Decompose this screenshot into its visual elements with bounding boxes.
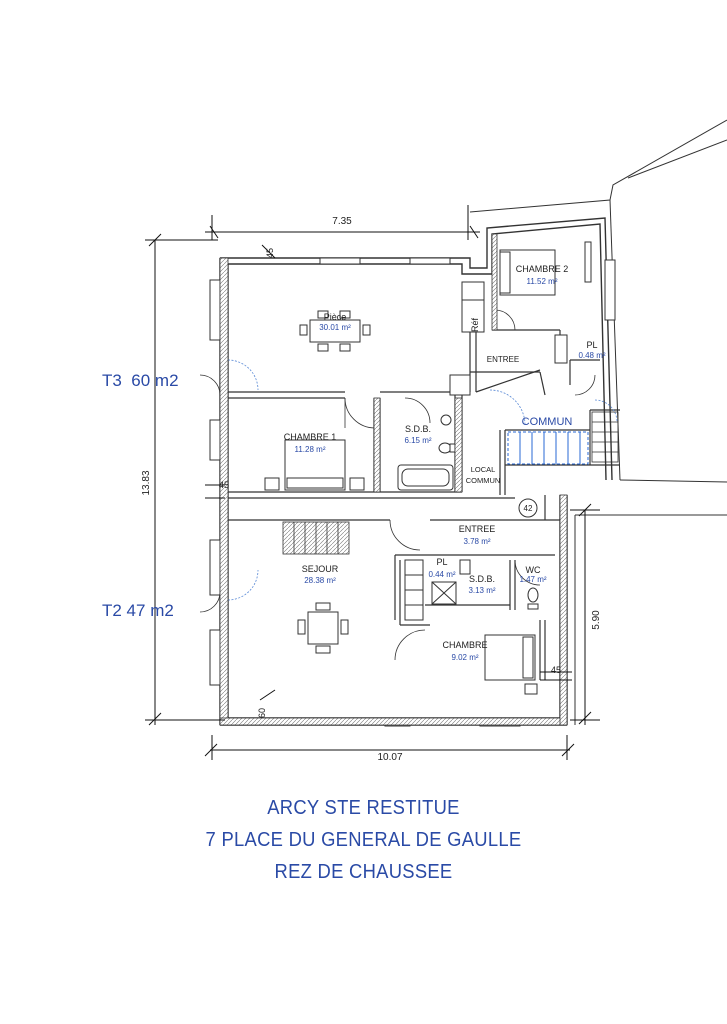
door-arcs-blue xyxy=(227,359,618,601)
title-line-2: 7 PLACE DU GENERAL DE GAULLE xyxy=(205,829,522,851)
dim-wall-45-top: 45 xyxy=(265,248,275,258)
level-marker-label: 42 xyxy=(524,504,533,513)
hatched-walls xyxy=(219,233,568,726)
level-marker: 42 xyxy=(518,498,538,518)
room-wc-name: WC xyxy=(526,565,541,575)
room-sdb-top-area: 6.15 m² xyxy=(404,436,431,445)
title-line-3: REZ DE CHAUSSEE xyxy=(274,861,453,883)
dim-left-height: 13.83 xyxy=(141,470,152,495)
room-entree-bottom-area: 3.78 m² xyxy=(463,537,490,546)
room-wc-area: 1.47 m² xyxy=(519,575,546,584)
unit-t2-label: T2 47 m2 xyxy=(102,601,174,620)
doors xyxy=(199,309,596,661)
floor-plan: 42 7.35 13.83 10.07 5.90 45 45 45 60 xyxy=(102,119,727,763)
dim-wall-45-right: 45 xyxy=(551,665,561,675)
room-sejour-area: 28.38 m² xyxy=(304,576,336,585)
title-line-1: ARCY STE RESTITUE xyxy=(267,797,460,819)
room-sdb-bottom-name: S.D.B. xyxy=(469,574,495,584)
dining-table-bottom xyxy=(297,602,349,654)
dim-bottom-width: 10.07 xyxy=(377,752,402,763)
room-pl-bottom-area: 0.44 m² xyxy=(428,570,455,579)
bathtub-top xyxy=(397,464,454,491)
radiator-grid xyxy=(282,521,350,555)
dim-wall-45-left: 45 xyxy=(219,480,229,490)
room-sdb-bottom-area: 3.13 m² xyxy=(468,586,495,595)
dimension-lines xyxy=(145,205,600,760)
room-sejour-name: SEJOUR xyxy=(302,564,339,574)
dim-top-width: 7.35 xyxy=(332,216,352,227)
room-piece-area: 30.01 m² xyxy=(319,323,351,332)
room-piece-name: Pièce xyxy=(324,312,347,322)
room-chambre2-area: 11.52 m² xyxy=(527,277,558,286)
room-local-commun-line1: LOCAL xyxy=(471,465,496,474)
room-pl-bottom-name: PL xyxy=(436,557,447,567)
bathroom-fixtures-bottom xyxy=(404,559,539,621)
room-chambre1-area: 11.28 m² xyxy=(295,445,326,454)
kitchen-unit xyxy=(449,281,568,396)
toilet-top xyxy=(438,414,456,454)
room-pl-top-name: PL xyxy=(586,340,597,350)
room-chambre-area: 9.02 m² xyxy=(451,653,478,662)
room-pl-top-area: 0.48 m² xyxy=(578,351,605,360)
room-chambre2-name: CHAMBRE 2 xyxy=(516,264,569,274)
dim-right-height: 5.90 xyxy=(591,610,602,630)
bed-chambre2 xyxy=(499,249,556,296)
room-entree-top-name: ENTREE xyxy=(487,355,519,364)
bed-chambre1 xyxy=(264,439,365,491)
dim-wall-60: 60 xyxy=(257,708,267,718)
room-entree-bottom-name: ENTREE xyxy=(459,524,496,534)
room-local-commun-line2: COMMUN xyxy=(466,476,501,485)
room-chambre-name: CHAMBRE xyxy=(442,640,487,650)
neighbor-building xyxy=(469,119,727,725)
stairs xyxy=(507,431,589,465)
dining-table-top xyxy=(299,310,371,352)
stairs-right xyxy=(591,411,619,463)
room-sdb-top-name: S.D.B. xyxy=(405,424,431,434)
room-commun-name: COMMUN xyxy=(522,416,573,428)
unit-t3-label: T3 60 m2 xyxy=(102,371,179,390)
bed-chambre xyxy=(484,634,538,695)
room-chambre1-name: CHAMBRE 1 xyxy=(284,432,337,442)
room-ref-name: Réf xyxy=(470,318,480,333)
